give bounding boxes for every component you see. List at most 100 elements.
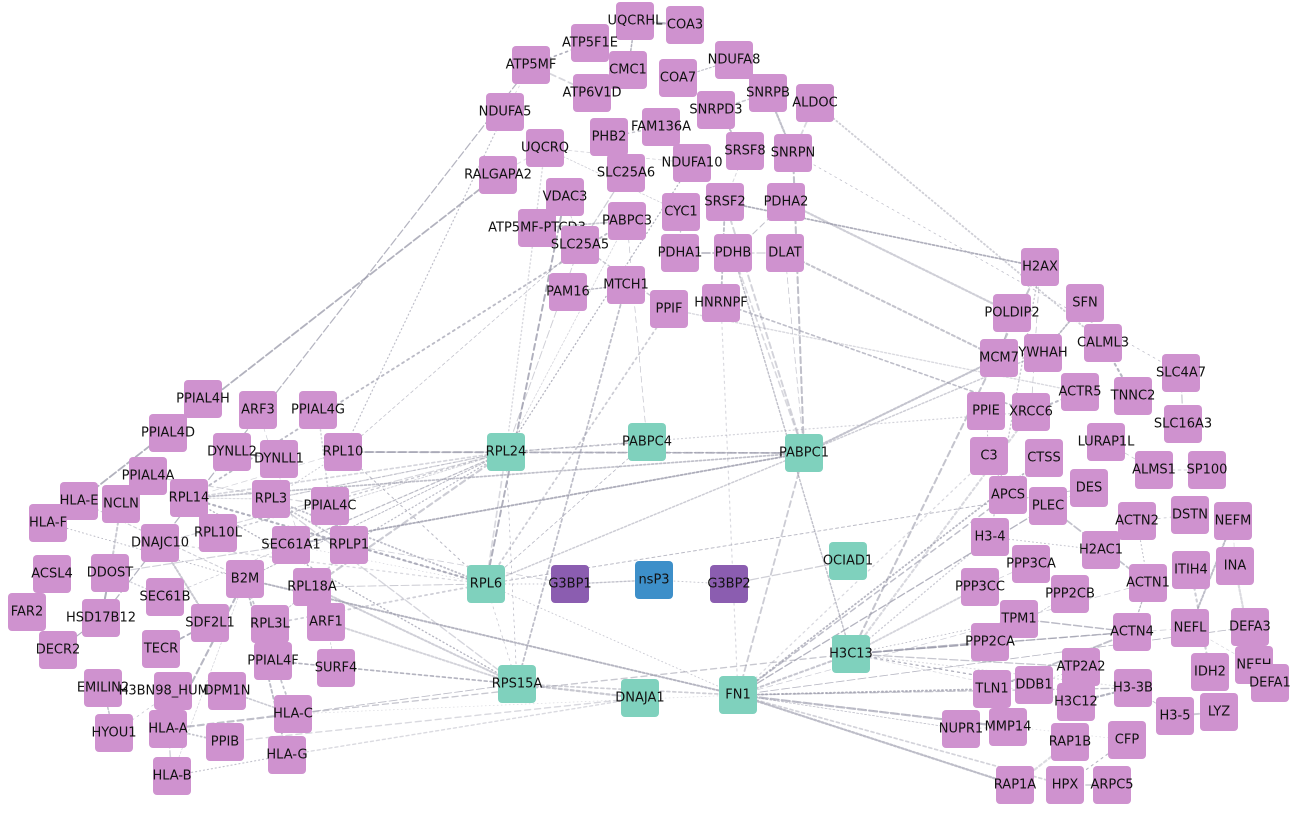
node-surf4[interactable]: SURF4 xyxy=(315,649,358,687)
node-h3-4[interactable]: H3-4 xyxy=(971,518,1009,556)
node-arf3[interactable]: ARF3 xyxy=(239,391,277,429)
node-uqcrq[interactable]: UQCRQ xyxy=(521,129,569,167)
node-xrcc6[interactable]: XRCC6 xyxy=(1009,393,1053,431)
node-hla-c[interactable]: HLA-C xyxy=(273,695,313,733)
node-ppial4f[interactable]: PPIAL4F xyxy=(247,642,299,680)
node-rpl10l[interactable]: RPL10L xyxy=(194,514,243,552)
node-tecr[interactable]: TECR xyxy=(142,630,180,668)
node-dlat[interactable]: DLAT xyxy=(766,234,804,272)
node-itih4[interactable]: ITIH4 xyxy=(1172,551,1210,589)
node-h3c13[interactable]: H3C13 xyxy=(829,635,873,673)
node-nsp3[interactable]: nsP3 xyxy=(635,561,673,599)
node-defa1[interactable]: DEFA1 xyxy=(1249,664,1291,702)
node-idh2[interactable]: IDH2 xyxy=(1191,653,1229,691)
node-nefm[interactable]: NEFM xyxy=(1214,502,1252,540)
node-lurap1l[interactable]: LURAP1L xyxy=(1078,423,1136,461)
node-emilin2[interactable]: EMILIN2 xyxy=(77,669,129,707)
node-c3[interactable]: C3 xyxy=(970,437,1008,475)
node-hla-g[interactable]: HLA-G xyxy=(266,736,308,774)
node-rpl6[interactable]: RPL6 xyxy=(467,565,505,603)
node-rap1b[interactable]: RAP1B xyxy=(1049,723,1091,761)
node-nupr1[interactable]: NUPR1 xyxy=(939,710,983,748)
node-des[interactable]: DES xyxy=(1070,469,1108,507)
node-ppial4a[interactable]: PPIAL4A xyxy=(122,457,175,495)
node-rplp1[interactable]: RPLP1 xyxy=(329,526,369,564)
node-vdac3[interactable]: VDAC3 xyxy=(543,178,588,216)
node-h3c12[interactable]: H3C12 xyxy=(1054,683,1098,721)
node-hpx[interactable]: HPX xyxy=(1046,766,1084,804)
node-plec[interactable]: PLEC xyxy=(1029,487,1067,525)
node-defa3[interactable]: DEFA3 xyxy=(1229,608,1271,646)
node-phb2[interactable]: PHB2 xyxy=(590,118,628,156)
node-ppib[interactable]: PPIB xyxy=(206,723,244,761)
node-ndufa5[interactable]: NDUFA5 xyxy=(479,93,532,131)
node-h3-3b[interactable]: H3-3B xyxy=(1113,669,1153,707)
node-ralgapa2[interactable]: RALGAPA2 xyxy=(464,156,532,194)
node-hla-a[interactable]: HLA-A xyxy=(148,710,188,748)
node-rap1a[interactable]: RAP1A xyxy=(994,766,1037,804)
node-far2[interactable]: FAR2 xyxy=(8,593,46,631)
node-ppif[interactable]: PPIF xyxy=(650,290,688,328)
node-ddost[interactable]: DDOST xyxy=(87,554,134,592)
node-ndufa10[interactable]: NDUFA10 xyxy=(662,144,723,182)
node-ndufa8[interactable]: NDUFA8 xyxy=(708,41,761,79)
node-ppp3ca[interactable]: PPP3CA xyxy=(1006,545,1056,583)
node-rpl3l[interactable]: RPL3L xyxy=(250,605,291,643)
node-rps15a[interactable]: RPS15A xyxy=(492,665,543,703)
node-snrpd3[interactable]: SNRPD3 xyxy=(689,91,743,129)
node-sec61b[interactable]: SEC61B xyxy=(139,578,191,616)
node-dynll1[interactable]: DYNLL1 xyxy=(254,440,304,478)
node-h2ax[interactable]: H2AX xyxy=(1021,248,1059,286)
node-decr2[interactable]: DECR2 xyxy=(36,631,81,669)
node-hla-e[interactable]: HLA-E xyxy=(60,482,99,520)
node-mmp14[interactable]: MMP14 xyxy=(985,708,1032,746)
node-mtch1[interactable]: MTCH1 xyxy=(603,266,649,304)
node-ppp2cb[interactable]: PPP2CB xyxy=(1045,575,1095,613)
node-hsd17b12[interactable]: HSD17B12 xyxy=(66,599,136,637)
node-actn1[interactable]: ACTN1 xyxy=(1126,564,1170,602)
node-ociad1[interactable]: OCIAD1 xyxy=(823,542,873,580)
node-coa7[interactable]: COA7 xyxy=(659,59,697,97)
node-rpl14[interactable]: RPL14 xyxy=(169,479,210,517)
node-sdf2l1[interactable]: SDF2L1 xyxy=(185,604,235,642)
node-slc25a6[interactable]: SLC25A6 xyxy=(597,154,655,192)
node-slc16a3[interactable]: SLC16A3 xyxy=(1154,405,1212,443)
node-dstn[interactable]: DSTN xyxy=(1171,496,1209,534)
node-ppp3cc[interactable]: PPP3CC xyxy=(955,568,1005,606)
node-h2ac1[interactable]: H2AC1 xyxy=(1079,531,1123,569)
node-hyou1[interactable]: HYOU1 xyxy=(91,714,137,752)
node-g3bp2[interactable]: G3BP2 xyxy=(707,565,751,603)
node-cyc1[interactable]: CYC1 xyxy=(662,193,700,231)
node-pabpc1[interactable]: PABPC1 xyxy=(779,434,829,472)
node-atp2a2[interactable]: ATP2A2 xyxy=(1056,648,1106,686)
node-dnajc10[interactable]: DNAJC10 xyxy=(131,524,189,562)
node-hla-f[interactable]: HLA-F xyxy=(29,504,67,542)
node-fn1[interactable]: FN1 xyxy=(719,676,757,714)
node-arpc5[interactable]: ARPC5 xyxy=(1090,766,1134,804)
node-slc4a7[interactable]: SLC4A7 xyxy=(1156,354,1206,392)
node-ppial4h[interactable]: PPIAL4H xyxy=(176,380,230,418)
node-atp5f1e[interactable]: ATP5F1E xyxy=(562,24,618,62)
node-ctss[interactable]: CTSS xyxy=(1025,439,1063,477)
node-ppial4d[interactable]: PPIAL4D xyxy=(141,414,195,452)
node-srsf2[interactable]: SRSF2 xyxy=(704,183,746,221)
node-dynll2[interactable]: DYNLL2 xyxy=(207,433,257,471)
node-actr5[interactable]: ACTR5 xyxy=(1059,373,1102,411)
node-sp100[interactable]: SP100 xyxy=(1187,451,1228,489)
node-rpl18a[interactable]: RPL18A xyxy=(287,568,337,606)
node-uqcrhl[interactable]: UQCRHL xyxy=(608,2,664,40)
node-ppie[interactable]: PPIE xyxy=(967,392,1005,430)
node-fam136a[interactable]: FAM136A xyxy=(631,108,691,146)
node-poldip2[interactable]: POLDIP2 xyxy=(984,294,1040,332)
node-pabpc3[interactable]: PABPC3 xyxy=(602,202,652,240)
node-rpl3[interactable]: RPL3 xyxy=(252,480,290,518)
node-h3bn98_human[interactable]: H3BN98_HUMAN xyxy=(119,672,228,710)
node-tpm1[interactable]: TPM1 xyxy=(1000,600,1038,638)
node-pabpc4[interactable]: PABPC4 xyxy=(622,423,672,461)
node-dpm1n[interactable]: DPM1N xyxy=(203,672,251,710)
node-ncln[interactable]: NCLN xyxy=(102,485,140,523)
node-snrpn[interactable]: SNRPN xyxy=(771,134,816,172)
node-dnaja1[interactable]: DNAJA1 xyxy=(615,679,665,717)
node-hla-b[interactable]: HLA-B xyxy=(152,757,192,795)
node-tnnc2[interactable]: TNNC2 xyxy=(1110,377,1156,415)
